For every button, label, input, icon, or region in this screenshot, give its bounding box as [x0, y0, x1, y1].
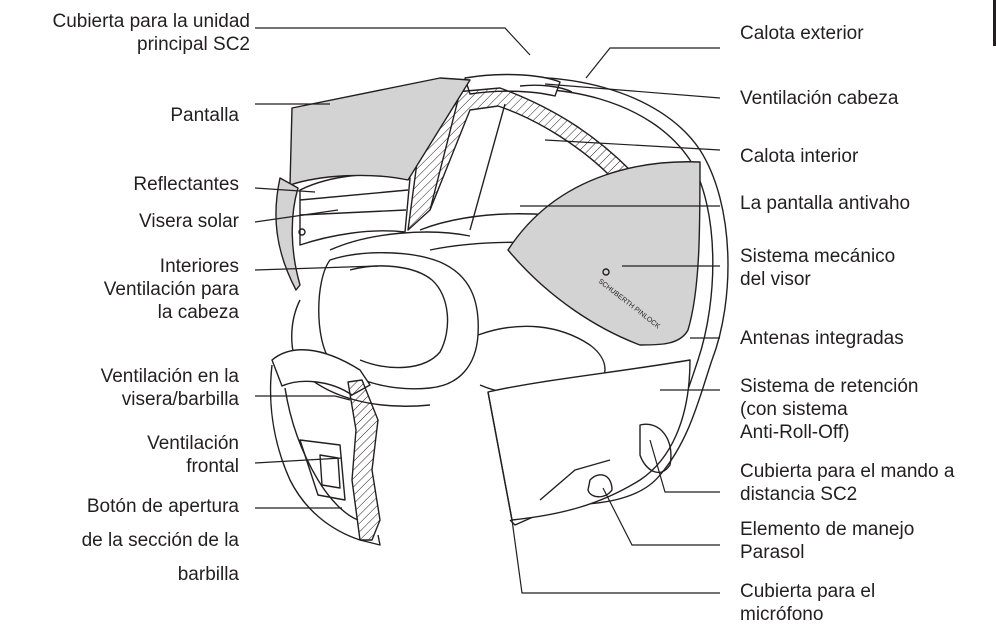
leader-visera-solar: [254, 209, 339, 223]
retention-panel: [487, 359, 691, 521]
label-sistema-retencion: Sistema de retención (con sistema Anti-R…: [740, 375, 919, 444]
label-boton-apertura: Botón de apertura de la sección de la ba…: [82, 490, 239, 592]
label-line: del visor: [740, 269, 811, 290]
label-line: Ventilación para: [103, 279, 239, 300]
label-ventilacion-cabeza: Ventilación cabeza: [740, 87, 898, 110]
label-line: La pantalla antivaho: [740, 193, 911, 214]
antifog-visor: [507, 161, 701, 346]
label-ventilacion-frontal: Ventilación frontal: [147, 432, 239, 478]
label-line: Antenas integradas: [740, 328, 904, 349]
label-reflectantes: Reflectantes: [133, 173, 239, 196]
sun-visor-side: [275, 177, 301, 291]
label-sistema-mecanico-visor: Sistema mecánico del visor: [740, 245, 895, 291]
leader-cubierta-mando: [649, 439, 720, 493]
helmet-illustration: SCHUBERTH PINLOCK: [269, 73, 729, 546]
label-interiores-ventilacion: Interiores Ventilación para la cabeza: [104, 255, 239, 324]
label-line: (con sistema: [740, 399, 848, 420]
label-line: Parasol: [740, 542, 805, 563]
label-cubierta-microfono: Cubierta para el micrófono: [740, 580, 875, 626]
label-antenas-integradas: Antenas integradas: [740, 327, 904, 350]
label-elemento-manejo: Elemento de manejo Parasol: [740, 518, 914, 564]
leader-lines: [254, 27, 721, 594]
label-line: Interiores: [159, 256, 239, 277]
label-line: Botón de apertura: [86, 496, 239, 517]
label-cubierta-mando: Cubierta para el mando a distancia SC2: [740, 460, 954, 506]
leader-reflectantes: [254, 187, 316, 193]
leader-ventilacion-cabeza: [544, 83, 721, 99]
leader-ventilacion-visera: [255, 395, 351, 401]
label-calota-interior: Calota interior: [740, 145, 858, 168]
label-ventilacion-visera-barbilla: Ventilación en la visera/barbilla: [101, 365, 239, 411]
label-pantalla-antivaho: La pantalla antivaho: [740, 192, 910, 215]
label-line: Sistema mecánico: [740, 246, 896, 267]
leader-elemento-manejo: [602, 487, 720, 546]
interior-padding: [318, 252, 479, 390]
label-line: Reflectantes: [133, 174, 239, 195]
label-line: Visera solar: [139, 211, 239, 232]
label-line: Calota interior: [740, 146, 859, 167]
leader-cubierta-unidad: [255, 27, 531, 56]
leader-calota-interior: [544, 139, 721, 151]
page-edge-mark: [993, 0, 996, 46]
label-line: Cubierta para la unidad: [52, 11, 250, 32]
label-line: frontal: [186, 456, 239, 477]
label-line: Elemento de manejo: [740, 519, 915, 540]
pantalla-grey: [289, 77, 471, 186]
label-visera-solar: Visera solar: [139, 210, 239, 233]
leader-cubierta-microfono: [511, 519, 720, 594]
label-line: Anti-Roll-Off): [740, 422, 850, 443]
label-line: Cubierta para el mando a: [740, 461, 955, 482]
label-line: Cubierta para el: [740, 581, 876, 602]
label-line: Ventilación: [147, 433, 239, 454]
label-line: principal SC2: [137, 34, 250, 55]
chin-bar-section: [347, 379, 381, 541]
label-line: micrófono: [740, 604, 824, 625]
label-line: de la sección de la: [81, 530, 239, 551]
label-line: la cabeza: [157, 302, 239, 323]
leader-ventilacion-frontal: [254, 457, 343, 464]
leader-calota-exterior: [585, 47, 720, 79]
leader-interiores: [254, 265, 379, 271]
label-line: Pantalla: [170, 105, 239, 126]
label-calota-exterior: Calota exterior: [740, 22, 864, 45]
label-line: distancia SC2: [740, 484, 858, 505]
outer-shell: [469, 76, 729, 526]
label-line: barbilla: [177, 564, 239, 585]
label-line: visera/barbilla: [121, 389, 239, 410]
label-line: Sistema de retención: [740, 376, 919, 397]
label-cubierta-unidad-principal: Cubierta para la unidad principal SC2: [52, 10, 250, 56]
label-line: Calota exterior: [740, 23, 864, 44]
label-line: Ventilación en la: [100, 366, 239, 387]
label-pantalla: Pantalla: [170, 104, 239, 127]
label-line: Ventilación cabeza: [740, 88, 899, 109]
chin-bar: [271, 349, 371, 396]
